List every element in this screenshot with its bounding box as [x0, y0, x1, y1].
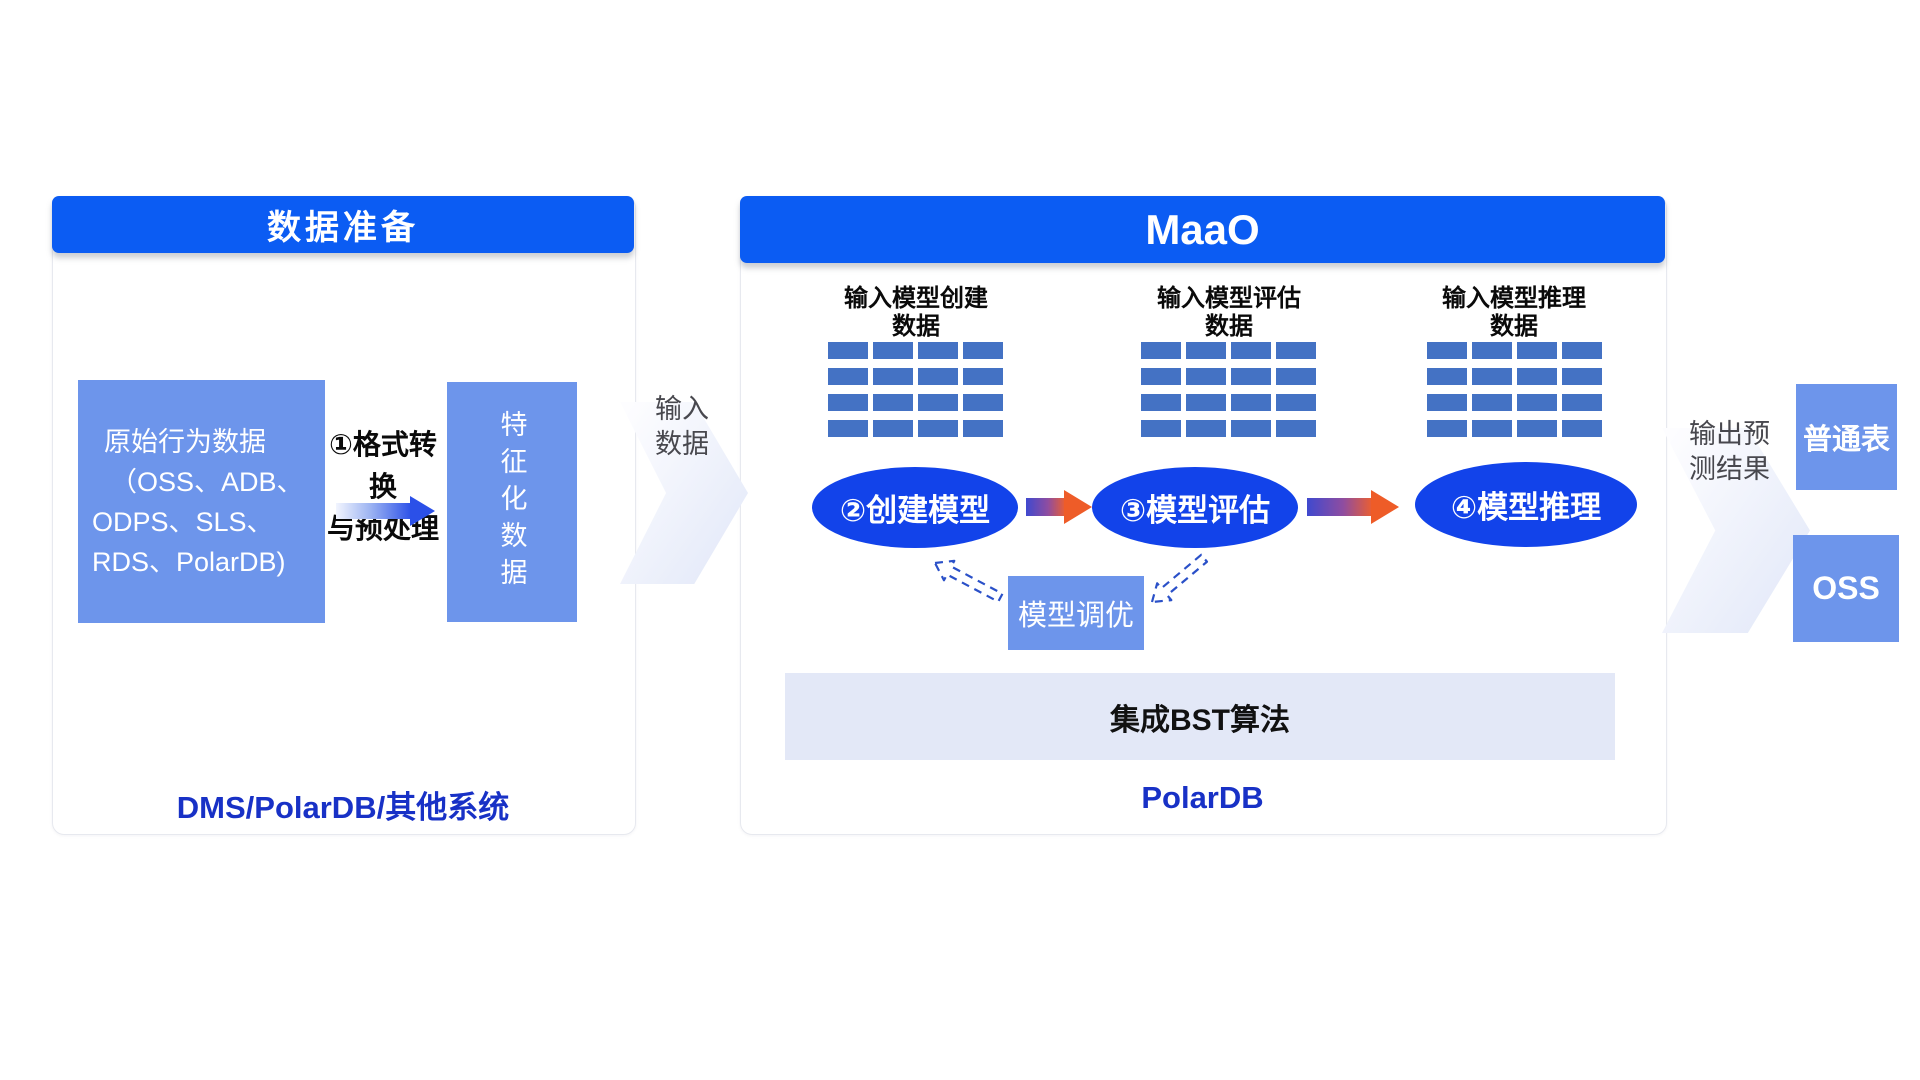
- table-label-create: 输入模型创建 数据: [844, 285, 988, 340]
- raw-data-line: （OSS、ADB、: [110, 466, 304, 497]
- gradient-arrow: [1026, 498, 1066, 516]
- table-cell: [1276, 394, 1316, 411]
- table-cell: [918, 342, 958, 359]
- table-cell: [1427, 394, 1467, 411]
- table-cell: [873, 420, 913, 437]
- table-cell: [1141, 342, 1181, 359]
- format-convert-label: ①格式转换 与预处理: [326, 429, 439, 544]
- table-cell: [1472, 342, 1512, 359]
- table-cell: [1186, 420, 1226, 437]
- table-cell: [1141, 394, 1181, 411]
- table-label-evaluate: 输入模型评估 数据: [1157, 285, 1301, 340]
- table-cell: [1427, 342, 1467, 359]
- gradient-arrow-head-icon: [1371, 490, 1399, 524]
- step-infer-model: ④模型推理: [1415, 462, 1637, 547]
- model-tuning-box: 模型调优: [1008, 576, 1144, 650]
- maao-header: MaaO: [740, 196, 1665, 263]
- table-cell: [873, 394, 913, 411]
- table-cell: [1517, 420, 1557, 437]
- data-prep-title: 数据准备: [267, 209, 419, 247]
- table-cell: [1517, 342, 1557, 359]
- table-cell: [1472, 420, 1512, 437]
- table-cell: [828, 394, 868, 411]
- table-label-infer: 输入模型推理 数据: [1442, 285, 1586, 340]
- featurized-data-box: 特征化数据: [447, 382, 577, 622]
- table-cell: [1231, 342, 1271, 359]
- feedback-dashed-arrows-icon: [933, 553, 1209, 604]
- format-convert-arrow: [336, 503, 412, 519]
- table-cell: [1141, 420, 1181, 437]
- table-cell: [1276, 368, 1316, 385]
- gradient-arrow-head-icon: [1064, 490, 1092, 524]
- bst-algorithm-bar: 集成BST算法: [785, 673, 1615, 760]
- table-cell: [828, 342, 868, 359]
- data-table-icon: [828, 342, 1003, 437]
- table-cell: [1517, 368, 1557, 385]
- raw-data-line: RDS、PolarDB): [92, 546, 286, 577]
- table-cell: [1186, 342, 1226, 359]
- maao-title: MaaO: [1145, 205, 1260, 253]
- featurized-data-label: 特征化数据: [496, 409, 527, 595]
- output-oss-box: OSS: [1793, 535, 1899, 642]
- table-cell: [873, 342, 913, 359]
- table-cell: [963, 394, 1003, 411]
- table-cell: [1472, 368, 1512, 385]
- raw-data-line: 原始行为数据: [104, 426, 266, 457]
- table-cell: [918, 420, 958, 437]
- table-cell: [1562, 394, 1602, 411]
- table-cell: [1562, 342, 1602, 359]
- table-cell: [1517, 394, 1557, 411]
- table-cell: [1472, 394, 1512, 411]
- table-cell: [1186, 368, 1226, 385]
- gradient-arrow: [1307, 498, 1373, 516]
- raw-data-line: ODPS、SLS、: [92, 506, 274, 537]
- output-normal-table-box: 普通表: [1796, 384, 1897, 490]
- step-evaluate-model: ③模型评估: [1092, 467, 1298, 548]
- table-cell: [1231, 394, 1271, 411]
- step-create-model: ②创建模型: [812, 467, 1018, 548]
- table-cell: [1141, 368, 1181, 385]
- table-cell: [1427, 368, 1467, 385]
- table-cell: [1186, 394, 1226, 411]
- table-cell: [1276, 420, 1316, 437]
- table-cell: [918, 368, 958, 385]
- input-flow-label: 输入 数据: [655, 394, 709, 459]
- table-cell: [963, 368, 1003, 385]
- table-cell: [1562, 420, 1602, 437]
- output-flow-label: 输出预 测结果: [1689, 419, 1770, 484]
- format-convert-arrow-head-icon: [410, 496, 435, 526]
- table-cell: [1427, 420, 1467, 437]
- raw-behavior-data-box: 原始行为数据 （OSS、ADB、 ODPS、SLS、 RDS、PolarDB): [78, 380, 325, 623]
- table-cell: [1231, 420, 1271, 437]
- data-table-icon: [1427, 342, 1602, 437]
- table-cell: [963, 420, 1003, 437]
- table-cell: [828, 420, 868, 437]
- table-cell: [1231, 368, 1271, 385]
- left-panel-footer: DMS/PolarDB/其他系统: [176, 790, 510, 825]
- maao-panel-footer: PolarDB: [1141, 780, 1264, 815]
- table-cell: [918, 394, 958, 411]
- data-prep-header: 数据准备: [52, 196, 634, 253]
- table-cell: [828, 368, 868, 385]
- table-cell: [1276, 342, 1316, 359]
- table-cell: [873, 368, 913, 385]
- table-cell: [1562, 368, 1602, 385]
- table-cell: [963, 342, 1003, 359]
- data-table-icon: [1141, 342, 1316, 437]
